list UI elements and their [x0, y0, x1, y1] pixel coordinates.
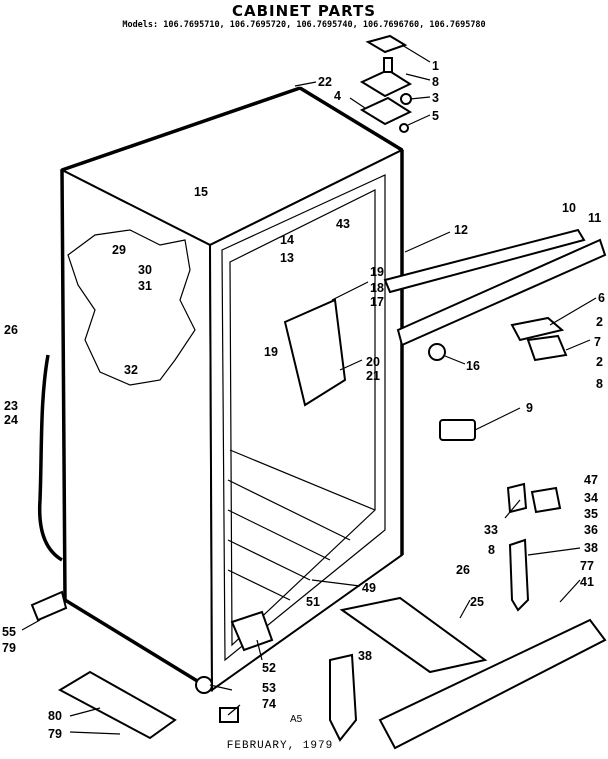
callout-53: 53: [262, 681, 276, 695]
callout-74: 74: [262, 697, 276, 711]
callout-77: 77: [580, 559, 594, 573]
callout-12: 12: [454, 223, 468, 237]
tray-25: [339, 596, 488, 674]
latch-7: [526, 334, 568, 362]
caster-55: [30, 590, 68, 622]
callout-16: 16: [466, 359, 480, 373]
callout-79: 79: [2, 641, 16, 655]
callout-33: 33: [484, 523, 498, 537]
callout-38: 38: [584, 541, 598, 555]
foot-80: [57, 670, 177, 740]
leveler-53: [195, 676, 213, 694]
part-9: [439, 419, 476, 441]
kick-plate-41: [378, 618, 607, 750]
callout-80: 80: [48, 709, 62, 723]
callout-32: 32: [124, 363, 138, 377]
callout-1: 1: [432, 59, 439, 73]
bracket-38-right: [508, 538, 530, 612]
callout-21: 21: [366, 369, 380, 383]
callout-11: 11: [588, 211, 601, 225]
callout-19: 19: [264, 345, 278, 359]
callout-13: 13: [280, 251, 294, 265]
callout-52: 52: [262, 661, 276, 675]
callout-6: 6: [598, 291, 605, 305]
callout-19: 19: [370, 265, 384, 279]
top-hinge-assembly: [359, 34, 413, 133]
callout-24: 24: [4, 413, 18, 427]
callout-26: 26: [456, 563, 470, 577]
callout-29: 29: [112, 243, 126, 257]
bracket-33: [506, 482, 528, 514]
callout-10: 10: [562, 201, 576, 215]
callout-3: 3: [432, 91, 439, 105]
bracket-6: [510, 316, 565, 342]
callout-35: 35: [584, 507, 598, 521]
callout-41: 41: [580, 575, 594, 589]
callout-4: 4: [334, 89, 341, 103]
callout-8: 8: [488, 543, 495, 557]
callout-17: 17: [370, 295, 384, 309]
diagram-title: CABINET PARTS: [231, 2, 377, 20]
callout-18: 18: [370, 281, 384, 295]
callout-14: 14: [280, 233, 294, 247]
part-34: [530, 486, 562, 514]
callout-7: 7: [594, 335, 601, 349]
callout-55: 55: [2, 625, 16, 639]
callout-43: 43: [336, 217, 350, 231]
callout-26: 26: [4, 323, 18, 337]
callout-36: 36: [584, 523, 598, 537]
door-rails: [383, 228, 607, 361]
callout-25: 25: [470, 595, 484, 609]
callout-20: 20: [366, 355, 380, 369]
callout-labels: 1 8 3 4 5 22 15 43 10 11 12 14 13 29 30 …: [2, 59, 605, 741]
cutaway-panel: [67, 229, 196, 386]
callout-8: 8: [432, 75, 439, 89]
callout-15: 15: [194, 185, 208, 199]
callout-5: 5: [432, 109, 439, 123]
callout-49: 49: [362, 581, 376, 595]
diagram-code: A5: [290, 714, 303, 725]
callout-30: 30: [138, 263, 152, 277]
callout-8: 8: [596, 377, 603, 391]
cabinet-22: [59, 86, 405, 692]
hinge-38: [329, 653, 358, 742]
callout-38: 38: [358, 649, 372, 663]
model-numbers: Models: 106.7695710, 106.7695720, 106.76…: [122, 20, 486, 30]
callout-23: 23: [4, 399, 18, 413]
callout-9: 9: [526, 401, 533, 415]
footer-date: FEBRUARY, 1979: [226, 740, 334, 752]
leader-lines: [21, 44, 597, 735]
callout-22: 22: [318, 75, 332, 89]
callout-34: 34: [584, 491, 598, 505]
callout-79: 79: [48, 727, 62, 741]
callout-31: 31: [138, 279, 152, 293]
drain-tube-24: [37, 354, 63, 562]
plate-20: [283, 298, 347, 407]
part-52: [230, 610, 274, 652]
part-74: [219, 707, 239, 723]
callout-2: 2: [596, 355, 603, 369]
callout-2: 2: [596, 315, 603, 329]
callout-51: 51: [306, 595, 320, 609]
callout-47: 47: [584, 473, 598, 487]
